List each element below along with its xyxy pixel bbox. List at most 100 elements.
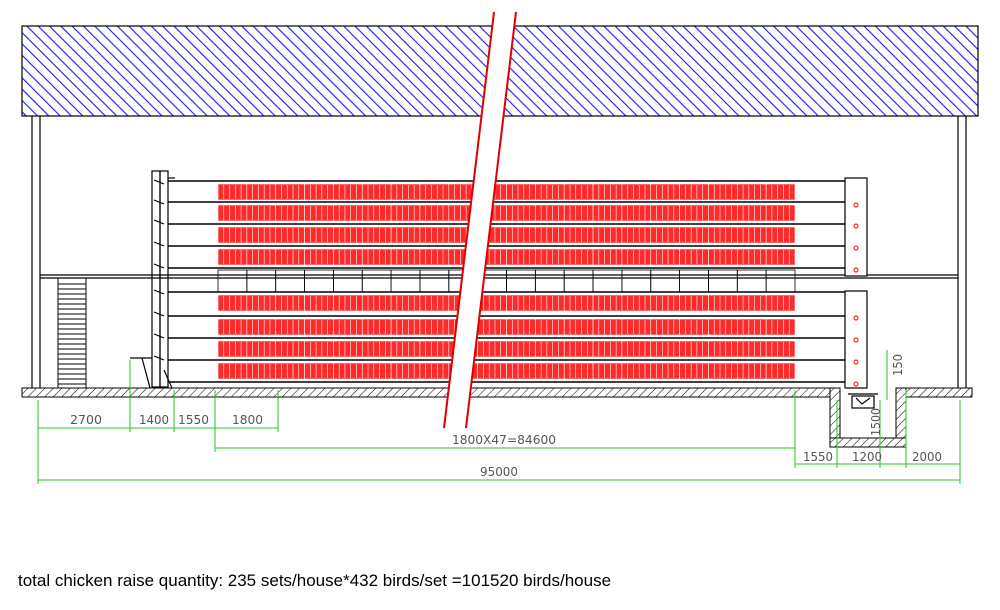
cage-unit <box>535 362 565 380</box>
cage-unit <box>736 248 767 266</box>
cage-unit <box>419 318 450 336</box>
cage-unit <box>708 340 738 358</box>
cage-unit <box>650 204 680 222</box>
cage-unit <box>679 294 709 312</box>
cage-run <box>168 180 845 383</box>
cage-rails <box>168 180 845 383</box>
cage-unit <box>419 362 450 380</box>
cage-unit <box>246 204 277 222</box>
cage-frame <box>563 269 594 293</box>
cage-unit <box>563 226 594 244</box>
cage-unit <box>390 204 421 222</box>
cage-unit <box>650 318 680 336</box>
cage-unit <box>765 318 796 336</box>
dim-pit-1500: 1500 <box>869 408 883 436</box>
cage-unit <box>361 204 392 222</box>
cage-unit <box>419 248 450 266</box>
tail-end-unit <box>844 177 868 389</box>
dim-1200: 1200 <box>852 450 882 464</box>
cage-unit <box>304 294 334 312</box>
cage-unit <box>650 226 680 244</box>
cage-unit <box>333 248 363 266</box>
cage-unit <box>679 362 709 380</box>
cage-unit <box>535 226 565 244</box>
cage-unit <box>390 318 421 336</box>
cage-unit <box>390 362 421 380</box>
cage-unit <box>563 340 594 358</box>
staircase <box>57 277 87 389</box>
cage-unit <box>563 183 594 201</box>
cage-unit <box>246 362 277 380</box>
cage-unit <box>679 226 709 244</box>
cage-unit <box>506 226 536 244</box>
cage-unit <box>361 340 392 358</box>
cage-unit <box>736 340 767 358</box>
cage-unit <box>708 204 738 222</box>
cage-frame <box>708 269 738 293</box>
cage-unit <box>621 318 652 336</box>
feeder-bracket <box>153 311 165 317</box>
cage-unit <box>419 340 450 358</box>
cage-unit <box>361 226 392 244</box>
cage-unit <box>563 204 594 222</box>
tail-indicator <box>853 359 859 365</box>
cage-unit <box>361 294 392 312</box>
cage-unit <box>563 362 594 380</box>
cage-unit <box>621 248 652 266</box>
cage-unit <box>419 294 450 312</box>
feeder-bracket <box>153 241 165 247</box>
cage-unit <box>708 318 738 336</box>
cage-unit <box>535 294 565 312</box>
cage-unit <box>506 204 536 222</box>
cage-unit <box>246 183 277 201</box>
cage-unit <box>419 204 450 222</box>
cage-unit <box>563 318 594 336</box>
cage-frame <box>246 269 277 293</box>
tail-indicator <box>853 337 859 343</box>
cage-unit <box>621 294 652 312</box>
cage-unit <box>650 362 680 380</box>
cage-unit <box>708 294 738 312</box>
cage-unit <box>361 183 392 201</box>
dim-1800: 1800 <box>232 413 263 427</box>
dim-1400: 1400 <box>139 413 169 427</box>
tail-indicator <box>853 315 859 321</box>
dimension-labels: 2700 1400 1550 1800 1800X47=84600 1550 1… <box>70 354 942 479</box>
cage-unit <box>535 318 565 336</box>
cage-unit <box>390 340 421 358</box>
cage-frame <box>621 269 652 293</box>
cage-unit <box>275 204 305 222</box>
dim-1550-right: 1550 <box>803 450 833 464</box>
feeder-bracket <box>153 333 165 339</box>
cage-unit <box>361 318 392 336</box>
cage-unit <box>708 183 738 201</box>
cage-unit <box>390 294 421 312</box>
cage-unit <box>246 294 277 312</box>
cage-unit <box>246 248 277 266</box>
cage-unit <box>621 183 652 201</box>
cage-unit <box>304 248 334 266</box>
cage-unit <box>304 183 334 201</box>
feeder-bracket <box>153 289 165 295</box>
total-quantity-caption: total chicken raise quantity: 235 sets/h… <box>18 571 612 590</box>
cage-unit <box>535 340 565 358</box>
cage-unit <box>592 362 623 380</box>
cage-unit <box>477 318 507 336</box>
cage-unit <box>765 248 796 266</box>
cage-frame <box>304 269 334 293</box>
cage-unit <box>736 226 767 244</box>
cage-unit <box>304 362 334 380</box>
cage-unit <box>736 318 767 336</box>
cage-unit <box>419 226 450 244</box>
cage-unit <box>765 204 796 222</box>
cage-unit <box>217 204 248 222</box>
feeding-machine <box>130 170 175 389</box>
cage-unit <box>217 294 248 312</box>
cage-unit <box>217 362 248 380</box>
tail-indicator <box>853 381 859 387</box>
cage-unit <box>650 183 680 201</box>
cage-unit <box>275 340 305 358</box>
feeder-bracket <box>153 219 165 225</box>
cage-unit <box>333 226 363 244</box>
cage-unit <box>736 183 767 201</box>
